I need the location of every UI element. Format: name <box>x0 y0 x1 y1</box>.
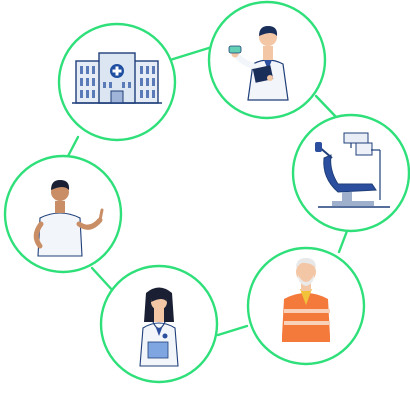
young-man-pointing-icon <box>33 180 104 257</box>
connector-lines <box>65 45 349 337</box>
node-circle-dental <box>291 113 410 233</box>
connector-dental-elderly <box>337 229 349 254</box>
connector-doctor-patient <box>90 266 116 294</box>
female-doctor-stethoscope-icon <box>139 287 179 367</box>
elderly-man-orange-vest-icon <box>282 258 330 342</box>
hospital-building-icon <box>72 52 162 104</box>
connector-hospital-pharmacist <box>168 45 214 62</box>
dental-chair-icon <box>315 132 390 208</box>
pharmacist-with-clipboard-icon <box>228 26 289 101</box>
connector-elderly-doctor <box>216 324 249 337</box>
connector-pharmacist-dental <box>314 94 339 120</box>
connector-patient-hospital <box>65 135 80 160</box>
